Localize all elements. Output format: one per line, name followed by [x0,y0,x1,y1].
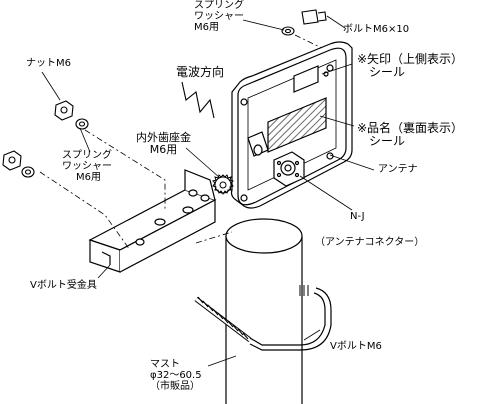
antenna-unit [230,41,353,209]
label-v-bolt: VボルトM6 [330,341,382,352]
label-wave-direction: 電波方向 [176,65,225,79]
leader-lines [41,15,375,367]
v-bolt-bracket [88,169,217,273]
label-bolt-m6x10: ボルトM6×10 [343,24,410,35]
label-v-bracket: Vボルト受金具 [30,280,97,291]
spring-washer-top [281,26,295,36]
label-internal-washer: 内外歯座金 M6用 [136,131,191,157]
nut-m6-upper [54,100,74,121]
label-spring-washer-top: スプリング ワッシャー M6用 [194,0,244,33]
v-bolt [194,285,332,351]
bolt-m6x10 [301,9,327,25]
label-antenna-connector: （アンテナコネクター） [315,237,425,248]
label-mast: マスト φ32～60.5 （市販品） [150,359,202,392]
label-spring-washer-left: スプリング ワッシャー M6用 [62,150,112,183]
label-nut-m6: ナットM6 [26,58,71,69]
spring-washer-upper [75,118,89,130]
spring-washer-lower [21,166,35,178]
label-arrow-mark: ※矢印（上側表示） シール [357,52,464,80]
label-nj: N-J [350,211,365,222]
mast-pole [225,218,303,404]
radio-wave-icon [181,81,215,119]
nut-m6-lower [2,150,22,171]
label-antenna: アンテナ [378,164,418,175]
tooth-washer [212,174,234,195]
label-product-name: ※品名（裏面表示） シール [357,121,464,149]
